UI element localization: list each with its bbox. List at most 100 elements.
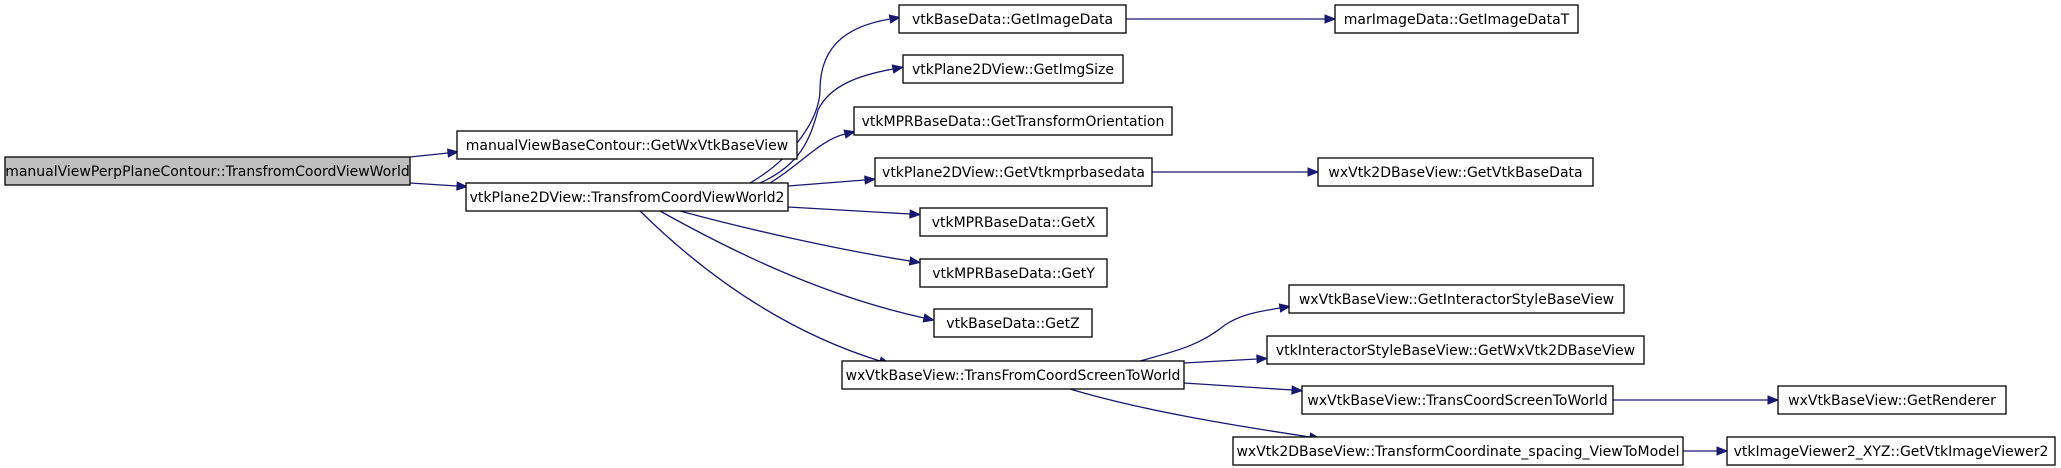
node-box[interactable] [1301,385,1614,415]
node-label: vtkPlane2DView::TransfromCoordViewWorld2 [470,190,785,206]
node-box[interactable] [1232,436,1684,466]
node-label: vtkPlane2DView::GetVtkmprbasedata [882,165,1145,181]
node-box[interactable] [465,182,789,212]
edge-line [787,206,911,215]
edge-n3-n4 [1126,14,1337,24]
node-box[interactable] [1266,335,1645,365]
node-n5[interactable]: vtkPlane2DView::GetImgSize [902,54,1124,84]
node-n17[interactable]: wxVtk2DBaseView::TransformCoordinate_spa… [1232,436,1684,466]
edge-arrowhead [888,14,902,24]
edge-arrowhead [1716,446,1729,456]
edge-n2-n7 [787,175,877,187]
node-box[interactable] [841,360,1185,390]
edge-arrowhead [922,313,936,323]
node-n14[interactable]: vtkInteractorStyleBaseView::GetWxVtk2DBa… [1266,335,1645,365]
node-n10[interactable]: vtkMPRBaseData::GetY [919,258,1108,288]
node-n18[interactable]: vtkImageViewer2_XYZ::GetVtkImageViewer2 [1726,436,2056,466]
edge-arrowhead [908,256,922,266]
node-n15[interactable]: wxVtkBaseView::TransCoordScreenToWorld [1301,385,1614,415]
node-label: wxVtkBaseView::GetInteractorStyleBaseVie… [1299,292,1614,308]
edge-arrowhead [1307,167,1320,177]
edge-n17-n18 [1683,446,1729,456]
edge-n2-n6 [769,129,857,184]
edge-n2-n11 [659,210,936,323]
node-box[interactable] [919,207,1108,237]
edge-line [759,68,894,184]
edge-n15-n16 [1613,395,1780,405]
node-box[interactable] [898,4,1127,34]
node-n1[interactable]: manualViewBaseContour::GetWxVtkBaseView [456,130,798,160]
node-label: vtkBaseData::GetImageData [912,12,1113,28]
edge-arrowhead [891,64,905,74]
edge-line [409,152,449,158]
edge-line [409,182,458,187]
node-box[interactable] [919,258,1108,288]
edge-arrowhead [1324,14,1337,24]
edge-n0-n2 [409,181,469,191]
edge-arrowhead [456,181,469,191]
edge-n12-n15 [1183,382,1304,395]
node-label: wxVtkBaseView::TransCoordScreenToWorld [1307,393,1607,409]
node-n9[interactable]: vtkMPRBaseData::GetX [919,207,1108,237]
node-box[interactable] [933,308,1093,338]
edge-n12-n14 [1183,354,1269,364]
edge-arrowhead [1256,354,1269,364]
edge-arrowhead [447,148,460,158]
node-label: vtkBaseData::GetZ [946,316,1079,332]
node-box[interactable] [1777,385,2007,415]
edges-layer [409,14,1780,456]
node-n4[interactable]: marImageData::GetImageDataT [1334,4,1579,34]
node-box[interactable] [456,130,798,160]
node-label: vtkMPRBaseData::GetX [932,215,1096,231]
edge-n0-n1 [409,148,460,158]
node-label: wxVtk2DBaseView::GetVtkBaseData [1328,165,1582,181]
node-label: vtkMPRBaseData::GetY [932,266,1095,282]
node-box[interactable] [1317,157,1594,187]
edge-n2-n9 [787,206,922,219]
edge-line [659,210,925,319]
node-box[interactable] [4,156,411,186]
node-label: wxVtkBaseView::GetRenderer [1788,393,1996,409]
node-n3[interactable]: vtkBaseData::GetImageData [898,4,1127,34]
edge-n2-n12 [639,210,891,366]
nodes-layer: manualViewPerpPlaneContour::TransfromCoo… [4,4,2056,466]
node-label: wxVtk2DBaseView::TransformCoordinate_spa… [1236,444,1679,460]
node-label: vtkInteractorStyleBaseView::GetWxVtk2DBa… [1276,343,1635,359]
edge-line [769,133,846,184]
node-box[interactable] [1334,4,1579,34]
node-n13[interactable]: wxVtkBaseView::GetInteractorStyleBaseVie… [1288,284,1625,314]
edge-line [1139,307,1281,362]
edge-n12-n17 [1069,388,1322,442]
node-n2[interactable]: vtkPlane2DView::TransfromCoordViewWorld2 [465,182,789,212]
node-box[interactable] [902,54,1124,84]
edge-n7-n8 [1152,167,1320,177]
edge-line [639,210,881,362]
node-box[interactable] [1726,436,2056,466]
node-box[interactable] [874,157,1153,187]
node-label: manualViewBaseContour::GetWxVtkBaseView [466,138,788,154]
node-n7[interactable]: vtkPlane2DView::GetVtkmprbasedata [874,157,1153,187]
node-n11[interactable]: vtkBaseData::GetZ [933,308,1093,338]
node-label: vtkPlane2DView::GetImgSize [912,62,1114,78]
node-n16[interactable]: wxVtkBaseView::GetRenderer [1777,385,2007,415]
edge-arrowhead [1767,395,1780,405]
edge-arrowhead [1291,385,1304,395]
node-n6[interactable]: vtkMPRBaseData::GetTransformOrientation [853,106,1173,136]
node-n12[interactable]: wxVtkBaseView::TransFromCoordScreenToWor… [841,360,1185,390]
edge-line [787,179,866,187]
edge-arrowhead [864,175,877,185]
edge-arrowhead [1278,303,1292,313]
edge-n12-n13 [1139,303,1292,362]
node-label: marImageData::GetImageDataT [1344,12,1570,28]
node-root[interactable]: manualViewPerpPlaneContour::TransfromCoo… [4,156,411,186]
edge-arrowhead [843,129,857,139]
node-label: wxVtkBaseView::TransFromCoordScreenToWor… [846,368,1181,384]
node-box[interactable] [853,106,1173,136]
edge-line [1069,388,1311,438]
node-n8[interactable]: wxVtk2DBaseView::GetVtkBaseData [1317,157,1594,187]
node-label: vtkImageViewer2_XYZ::GetVtkImageViewer2 [1734,444,2049,460]
edge-arrowhead [909,209,922,219]
node-box[interactable] [1288,284,1625,314]
edge-n2-n5 [759,64,905,184]
